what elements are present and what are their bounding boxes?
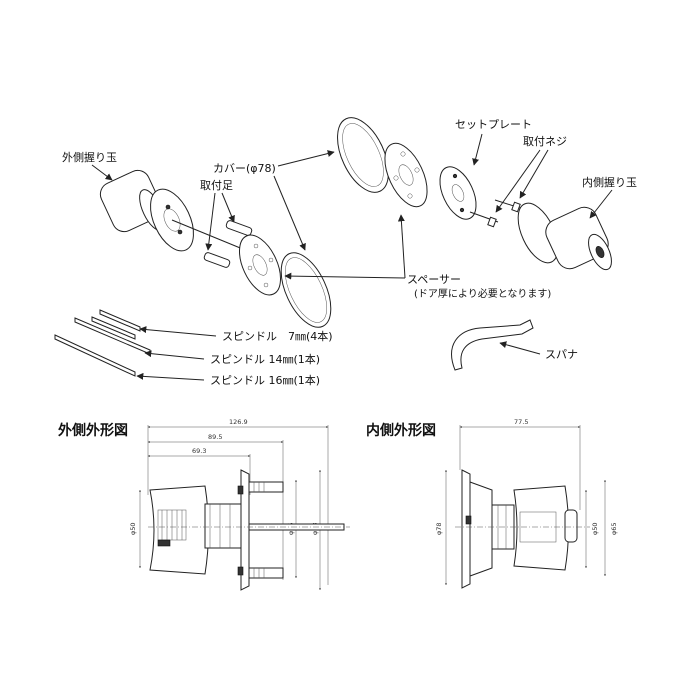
label-spindle-16: スピンドル 16㎜(1本) bbox=[210, 373, 320, 387]
set-plate-part bbox=[439, 166, 477, 220]
spacer-ring-lower bbox=[280, 252, 332, 328]
label-cover: カバー(φ78) bbox=[213, 162, 276, 175]
spacer-plate bbox=[384, 142, 428, 208]
label-spanner: スパナ bbox=[545, 348, 578, 361]
outer-dim-2: 89.5 bbox=[208, 433, 222, 441]
label-inner-knob: 内側握り玉 bbox=[582, 175, 637, 189]
inner-dim-total: 77.5 bbox=[514, 418, 528, 426]
inner-knob-part bbox=[517, 202, 612, 271]
inner-dim-78: φ78 bbox=[435, 522, 443, 535]
outer-dim-knob: φ50 bbox=[129, 522, 137, 535]
inner-dim-50: φ50 bbox=[591, 522, 599, 535]
label-spindle-14: スピンドル 14㎜(1本) bbox=[210, 352, 320, 366]
outer-view-title: 外側外形図 bbox=[58, 422, 128, 439]
spanner-part bbox=[451, 319, 534, 371]
mount-screw-parts bbox=[469, 199, 521, 228]
label-mount-screw: 取付ネジ bbox=[523, 135, 567, 148]
inner-view-dimensions bbox=[445, 425, 606, 586]
outer-dim-total: 126.9 bbox=[229, 418, 248, 426]
label-spindle-7: スピンドル 7㎜(4本) bbox=[222, 329, 333, 343]
inner-view-title: 内側外形図 bbox=[366, 422, 436, 439]
label-spacer-note: (ドア厚により必要となります) bbox=[414, 287, 551, 300]
inner-view-drawing bbox=[455, 469, 590, 589]
outer-view-drawing bbox=[148, 469, 350, 591]
spindle-parts bbox=[54, 309, 151, 377]
label-spacer: スペーサー bbox=[407, 273, 461, 286]
mount-leg-parts bbox=[203, 220, 253, 268]
outer-knob-part bbox=[99, 169, 251, 253]
label-set-plate: セットプレート bbox=[455, 118, 532, 131]
inner-dim-65: φ65 bbox=[610, 522, 618, 535]
outer-dim-3: 69.3 bbox=[192, 447, 206, 455]
cover-ring bbox=[337, 117, 389, 193]
label-outer-knob: 外側握り玉 bbox=[62, 150, 117, 164]
label-mount-leg: 取付足 bbox=[200, 179, 233, 192]
outer-rose-plate bbox=[238, 234, 282, 296]
